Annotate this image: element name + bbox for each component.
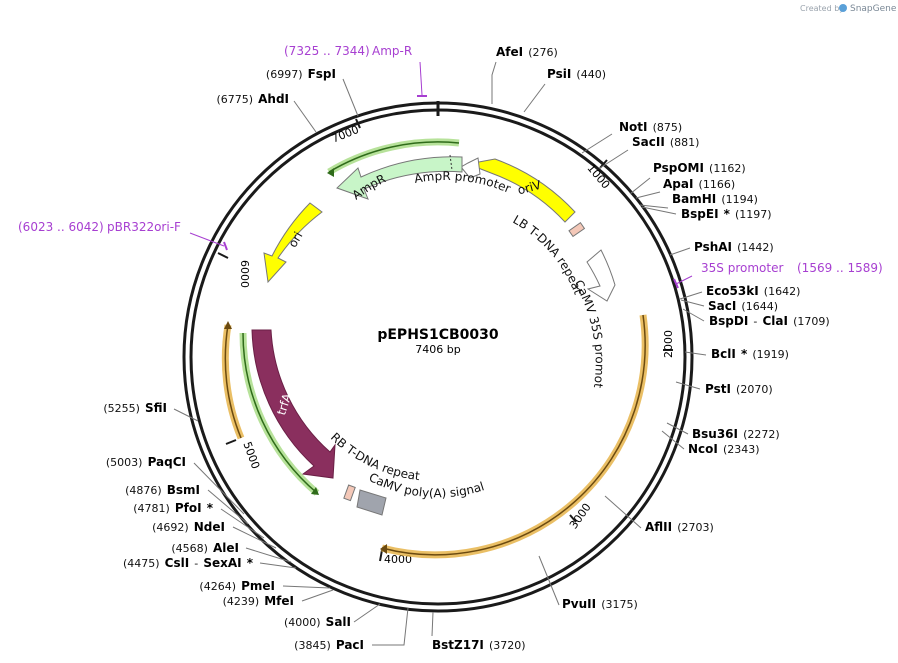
arc-arrowheads [224,168,387,554]
snapgene-logo-icon [839,4,847,12]
snapgene-watermark: Created by SnapGene [800,4,897,14]
enzyme-label-afei[interactable]: AfeI (276) [496,41,558,60]
plasmid-length: 7406 bp [415,343,460,356]
primer-pbr322ori-name: pBR322ori-F [107,220,181,234]
primer-pbr322ori[interactable]: (6023 .. 6042) pBR322ori-F [18,220,228,251]
feature-lb-repeat[interactable] [568,222,586,238]
tick-label-2000: 2000 [662,330,675,358]
enzyme-label-noti[interactable]: NotI (875) [619,116,682,135]
enzyme-label-bstz17i[interactable]: BstZ17I (3720) [432,634,526,653]
enzyme-label-pmei[interactable]: (4264) PmeI [199,575,275,594]
enzyme-label-alei[interactable]: (4568) AleI [171,537,239,556]
primer-ampr[interactable]: (7325 .. 7344) Amp-R [284,44,427,97]
enzyme-label-bsu36i[interactable]: Bsu36I (2272) [692,423,780,442]
enzyme-label-mfei[interactable]: (4239) MfeI [223,590,294,609]
enzyme-label-sfii[interactable]: (5255) SfiI [103,397,167,416]
feature-rb-repeat[interactable] [343,484,356,502]
created-by-text: Created by [800,4,844,13]
tick-label-5000: 5000 [240,440,262,471]
enzyme-label-sacii[interactable]: SacII (881) [632,131,699,150]
primer-ampr-name: Amp-R [372,44,412,58]
orange-feature-arcs [221,314,649,559]
tick-label-4000: 4000 [384,553,412,566]
enzyme-label-pshai[interactable]: PshAI (1442) [694,236,774,255]
enzyme-label-ndei[interactable]: (4692) NdeI [152,516,225,535]
primer-ampr-range: (7325 .. 7344) [284,44,370,58]
ori-label: ori [286,229,306,250]
enzyme-label-csli[interactable]: (4475) CslI - SexAI * [123,552,254,571]
enzyme-label-paci[interactable]: (3845) PacI [294,634,364,653]
feature-ampr[interactable] [336,154,463,200]
snapgene-brand-text: SnapGene [850,4,897,14]
feature-ori[interactable]: ori [263,202,323,284]
primer-35s[interactable]: 35S promoter (1569 .. 1589) [673,261,883,289]
enzyme-label-bamhi[interactable]: BamHI (1194) [672,188,758,207]
enzyme-label-pvuii[interactable]: PvuII (3175) [562,593,638,612]
enzyme-label-psii[interactable]: PsiI (440) [547,63,606,82]
primer-pbr322ori-range: (6023 .. 6042) [18,220,104,234]
trfa-label: trfA [274,391,294,417]
enzyme-labels: AfeI (276) PsiI (440) NotI (875)SacII (881… [103,41,830,653]
enzyme-label-saci[interactable]: SacI (1644) [708,295,778,314]
enzyme-label-bspei[interactable]: BspEI * (1197) [681,203,772,222]
enzyme-label-aflii[interactable]: AflII (2703) [645,516,714,535]
enzyme-label-eco53ki[interactable]: Eco53kI (1642) [706,280,800,299]
enzyme-label-paqci[interactable]: (5003) PaqCI [106,451,186,470]
enzyme-label-pfoi[interactable]: (4781) PfoI * [133,497,214,516]
plasmid-name: pEPHS1CB0030 [377,327,499,343]
feature-oriV[interactable]: oriV [466,158,576,223]
enzyme-label-bcli[interactable]: BclI * (1919) [711,343,789,362]
tick-label-6000: 6000 [238,260,251,288]
enzyme-label-sali[interactable]: (4000) SalI [284,611,351,630]
feature-trfA[interactable]: trfA [251,329,336,479]
feature-camv-35s-promoter-arrow[interactable] [586,249,616,302]
primer-35s-range: (1569 .. 1589) [797,261,883,275]
enzyme-label-bsmi[interactable]: (4876) BsmI [125,479,200,498]
enzyme-leaders [173,61,707,646]
tick-marks [217,118,673,562]
enzyme-label-ncoi[interactable]: NcoI (2343) [688,438,760,457]
primer-35s-name: 35S promoter [701,261,783,275]
oriv-label: oriV [516,178,543,198]
enzyme-label-fspi[interactable]: (6997) FspI [266,63,336,82]
feature-camv-polya[interactable] [356,489,387,516]
enzyme-label-psti[interactable]: PstI (2070) [705,378,773,397]
enzyme-label-apai[interactable]: ApaI (1166) [663,173,735,192]
enzyme-label-ahdi[interactable]: (6775) AhdI [216,88,289,107]
enzyme-label-pspomi[interactable]: PspOMI (1162) [653,157,746,176]
green-feature-arcs [239,138,460,496]
enzyme-label-bspdi[interactable]: BspDI - ClaI (1709) [709,310,830,329]
